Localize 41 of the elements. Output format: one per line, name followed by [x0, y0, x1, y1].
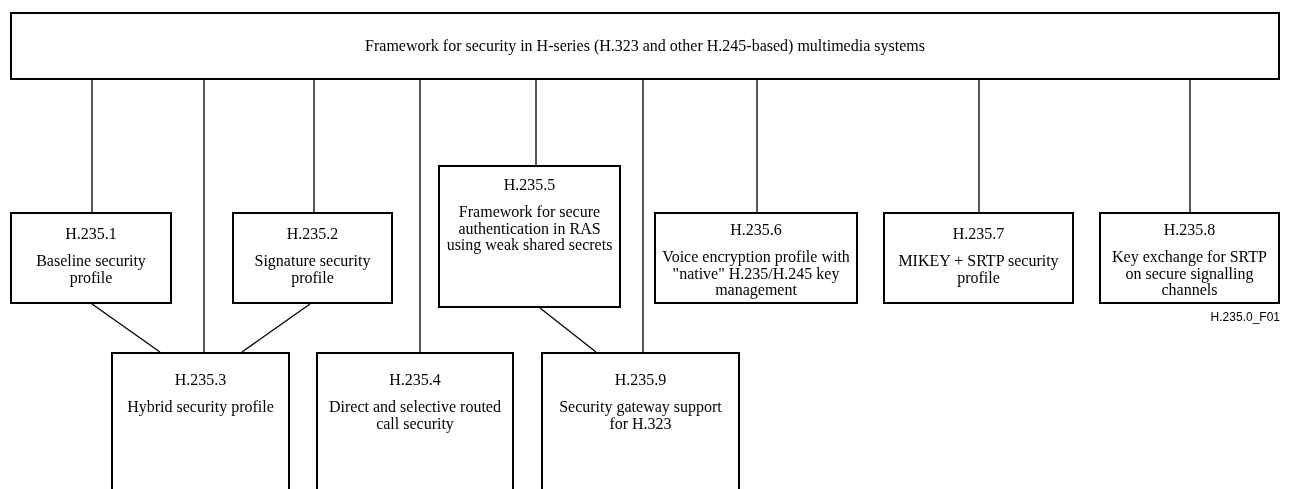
recommendation-number: H.235.5: [503, 177, 556, 194]
recommendation-box: [1099, 212, 1280, 304]
recommendation-box: [316, 352, 514, 489]
description-text: Signature security profile: [253, 252, 372, 287]
description-text: Direct and selective routed call security: [328, 398, 502, 433]
connector-line: [535, 79, 537, 166]
recommendation-box: [111, 352, 290, 489]
recommendation-box: [883, 212, 1074, 304]
connector-line: [756, 79, 758, 213]
description-text: Voice encryption profile with "native" H.235/H.245 key management: [662, 248, 850, 300]
recommendation-number: H.235.8: [1163, 222, 1216, 239]
description-text: Framework for security in H-series (H.323 and other H.245-based) multimedia systems: [365, 37, 925, 55]
recommendation-number: H.235.3: [174, 372, 227, 389]
recommendation-box: [541, 352, 740, 489]
recommendation-box: [232, 212, 393, 304]
connector-line: [313, 79, 315, 213]
description-text: MIKEY + SRTP security profile: [897, 252, 1060, 287]
description-text: Key exchange for SRTP on secure signalling channels: [1111, 248, 1268, 300]
connector-line: [978, 79, 980, 213]
connector-line: [91, 79, 93, 213]
recommendation-box: [438, 165, 621, 308]
description-text: Security gateway support for H.323: [558, 398, 723, 433]
recommendation-number: H.235.2: [286, 226, 339, 243]
connector-line: [539, 307, 597, 353]
connector-line: [1189, 79, 1191, 213]
recommendation-number: H.235.9: [614, 372, 667, 389]
connector-line: [241, 303, 311, 353]
recommendation-number: H.235.4: [389, 372, 441, 389]
framework-box: [10, 12, 1280, 80]
connector-line: [203, 79, 205, 353]
description-text: Hybrid security profile: [127, 398, 274, 416]
recommendation-box: [10, 212, 172, 304]
connector-line: [419, 79, 421, 353]
connector-line: [91, 303, 161, 353]
description-text: Baseline security profile: [35, 252, 147, 287]
recommendation-box: [654, 212, 858, 304]
recommendation-number: H.235.7: [952, 226, 1005, 243]
connector-line: [642, 79, 644, 353]
recommendation-number: H.235.1: [65, 226, 117, 243]
recommendation-number: H.235.6: [730, 222, 782, 239]
description-text: Framework for secure authentication in RAS using weak shared secrets: [446, 203, 613, 255]
